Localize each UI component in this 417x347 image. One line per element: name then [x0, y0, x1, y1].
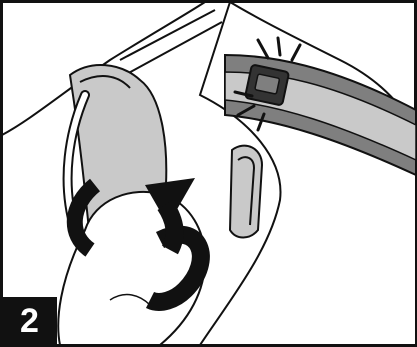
harness-loop: [230, 146, 262, 238]
buckle-icon: [245, 64, 289, 105]
step-number-badge: 2: [2, 297, 57, 345]
